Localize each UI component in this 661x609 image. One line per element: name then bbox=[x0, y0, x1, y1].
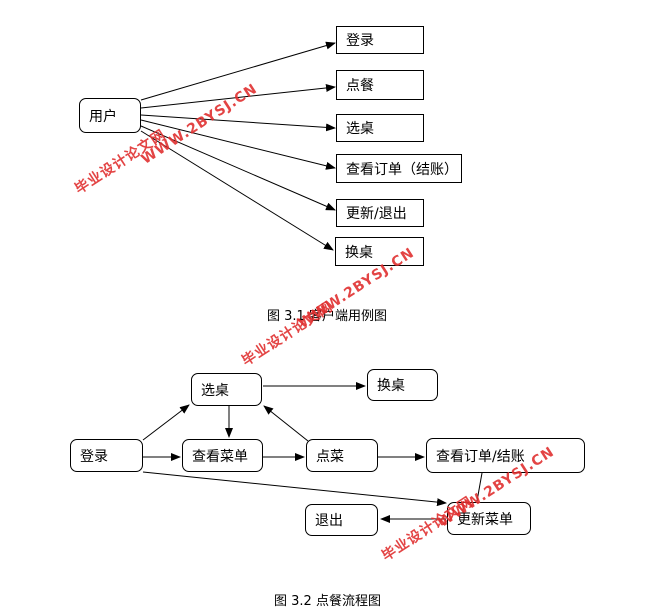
actor-user: 用户 bbox=[79, 98, 141, 133]
figure-caption-2: 图 3.2 点餐流程图 bbox=[274, 594, 381, 609]
figure-caption-1: 图 3.1 客户端用例图 bbox=[267, 309, 387, 324]
usecase-order: 点餐 bbox=[336, 70, 424, 100]
node-login: 登录 bbox=[70, 439, 143, 472]
edge-login-update bbox=[142, 471, 447, 507]
edge-user-order bbox=[140, 83, 336, 109]
node-select-table: 选桌 bbox=[191, 373, 262, 406]
node-change-table: 换桌 bbox=[367, 369, 438, 401]
usecase-view-order: 查看订单（结账） bbox=[336, 154, 462, 183]
edge-user-vieworder bbox=[140, 119, 336, 170]
edge-dish-select bbox=[263, 405, 309, 442]
node-update-menu: 更新菜单 bbox=[447, 502, 531, 535]
usecase-change-table: 换桌 bbox=[335, 237, 424, 266]
usecase-select-table: 选桌 bbox=[336, 114, 424, 142]
node-order-dish: 点菜 bbox=[306, 439, 378, 472]
node-view-menu: 查看菜单 bbox=[182, 439, 263, 472]
usecase-login: 登录 bbox=[336, 26, 424, 54]
node-view-order: 查看订单/结账 bbox=[426, 438, 585, 473]
edge-user-login bbox=[140, 41, 336, 101]
edge-user-update bbox=[140, 125, 336, 211]
edge-login-select bbox=[142, 404, 190, 441]
edge-user-table bbox=[140, 114, 336, 132]
edge-user-change bbox=[140, 130, 334, 251]
node-logout: 退出 bbox=[305, 504, 378, 536]
usecase-update-exit: 更新/退出 bbox=[336, 199, 424, 227]
edge-vieworder-update bbox=[476, 472, 483, 502]
